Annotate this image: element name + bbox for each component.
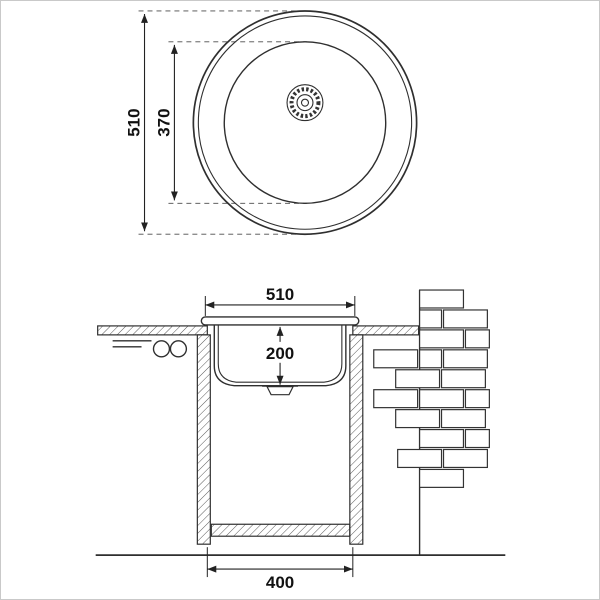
brick bbox=[373, 349, 419, 369]
dim-370-label: 370 bbox=[154, 108, 173, 136]
dim-200-vertical: 200 bbox=[266, 326, 294, 385]
countertop-left bbox=[97, 325, 208, 336]
faucet-handle-right bbox=[169, 340, 188, 358]
brick bbox=[442, 349, 488, 369]
sink-outer-circle bbox=[192, 10, 418, 236]
brick bbox=[464, 389, 490, 409]
sink-rim-circle bbox=[197, 15, 413, 230]
dim-400-label: 400 bbox=[266, 573, 294, 592]
brick bbox=[464, 428, 490, 449]
dim-400-horizontal: 400 bbox=[206, 547, 354, 592]
brick bbox=[442, 448, 488, 469]
brick bbox=[395, 369, 441, 389]
brick bbox=[419, 389, 465, 409]
sink-bowl-section bbox=[200, 316, 360, 396]
drain-inner-circle bbox=[296, 94, 314, 112]
brick bbox=[419, 468, 465, 488]
brick-wall bbox=[373, 289, 490, 488]
brick bbox=[419, 309, 443, 329]
sink-rim-section bbox=[200, 316, 360, 326]
faucet-icon bbox=[112, 340, 188, 358]
cabinet-bottom-panel bbox=[210, 523, 351, 537]
top-view-plan: 510 370 bbox=[125, 10, 418, 236]
drain-center-circle bbox=[300, 98, 310, 107]
brick bbox=[440, 369, 486, 389]
dim-200-label: 200 bbox=[266, 344, 294, 363]
drain-icon bbox=[286, 84, 324, 122]
sink-bowl-circle bbox=[223, 41, 387, 205]
cabinet-wall-right bbox=[349, 334, 364, 545]
brick bbox=[395, 409, 441, 429]
brick bbox=[419, 289, 465, 309]
dim-510h-label: 510 bbox=[266, 285, 294, 304]
dim-510-horizontal: 510 bbox=[204, 285, 356, 316]
brick bbox=[440, 409, 486, 429]
drain-flange-circle bbox=[286, 84, 324, 122]
section-view: 510 200 400 bbox=[95, 285, 506, 592]
brick bbox=[419, 428, 465, 449]
brick bbox=[419, 349, 443, 369]
countertop-right bbox=[352, 325, 420, 336]
faucet-handle-left bbox=[152, 340, 171, 358]
cabinet-wall-left bbox=[196, 334, 211, 545]
dim-510-label: 510 bbox=[125, 108, 144, 136]
brick bbox=[397, 448, 443, 469]
brick bbox=[442, 309, 488, 329]
brick bbox=[464, 329, 490, 349]
brick bbox=[373, 389, 419, 409]
drain-knurl-ring bbox=[289, 87, 321, 119]
brick bbox=[419, 329, 465, 349]
drain-outlet bbox=[266, 386, 294, 396]
